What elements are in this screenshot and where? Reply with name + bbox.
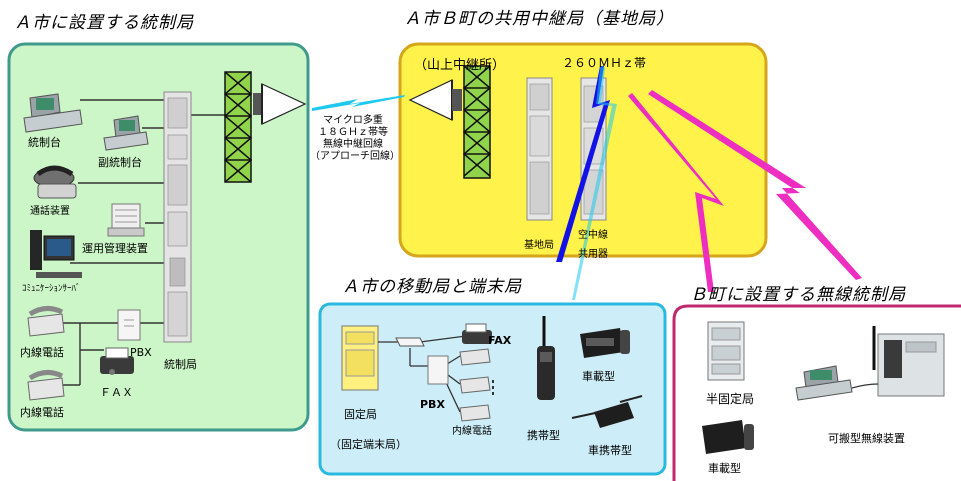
mobile-terminal-title: Ａ市の移動局と端末局 xyxy=(342,277,522,297)
antenna-sharer-label-2: 共用器 xyxy=(578,249,608,260)
mobile-ext-phones xyxy=(459,348,494,422)
semi-fixed-station-device xyxy=(707,321,745,381)
mobile-fax-label: FAX xyxy=(488,334,512,347)
relay-station-title: Ａ市Ｂ町の共用中継局（基地局） xyxy=(404,9,674,29)
mobile-pbx-device xyxy=(427,355,449,385)
microwave-link-beam xyxy=(312,95,405,111)
vehicle-portable-label: 車携帯型 xyxy=(588,444,632,457)
control-fax-device xyxy=(100,347,134,375)
ext-phone-1-label: 内線電話 xyxy=(20,346,64,359)
portable-radio-label: 可搬型無線装置 xyxy=(828,432,905,445)
band-label: ２６０ＭＨｚ帯 xyxy=(562,56,647,70)
mountain-relay-label: （山上中継所） xyxy=(414,58,506,73)
control-fax-label: ＦＡＸ xyxy=(100,386,133,399)
control-pbx-label: PBX xyxy=(130,346,152,359)
vehicle-label: 車載型 xyxy=(582,370,615,383)
base-station-label: 基地局 xyxy=(524,240,554,251)
handheld-radio xyxy=(537,316,555,400)
mobile-hub-device xyxy=(395,337,425,347)
base-station-rack xyxy=(526,77,553,221)
control-station-rack xyxy=(163,91,192,343)
vehicle-radio xyxy=(580,328,630,358)
call-device xyxy=(33,165,77,199)
relay-dish-antenna xyxy=(408,79,462,121)
handheld-label: 携帯型 xyxy=(527,429,560,442)
semi-fixed-label: 半固定局 xyxy=(706,392,755,406)
control-lattice-tower xyxy=(223,71,253,183)
sub-console-terminal xyxy=(103,115,149,151)
control-station-unit-label: 統制局 xyxy=(164,358,197,371)
mobile-ext-phone-label: 内線電話 xyxy=(452,426,492,437)
fixed-station-device xyxy=(341,325,379,391)
mobile-pbx-label: PBX xyxy=(420,398,445,411)
antenna-sharer-label-1: 空中線 xyxy=(578,230,608,241)
control-wiring xyxy=(57,99,228,386)
fixed-terminal-label: （固定端末局） xyxy=(330,438,407,451)
console-terminal xyxy=(23,93,83,133)
microwave-line-1: マイクロ多重 xyxy=(323,115,383,126)
ext-phone-2-label: 内線電話 xyxy=(20,406,64,419)
b-town-vehicle-label: 車載型 xyxy=(708,462,741,475)
ext-phone-1-device xyxy=(27,306,65,337)
ops-management-device xyxy=(107,203,145,237)
portable-radio-device xyxy=(795,326,945,401)
control-station-title: Ａ市に設置する統制局 xyxy=(14,13,194,33)
control-pbx-device xyxy=(117,309,141,341)
sub-console-label: 副統制台 xyxy=(98,156,142,169)
fixed-station-label: 固定局 xyxy=(344,408,377,421)
ops-management-label: 運用管理装置 xyxy=(82,242,148,255)
b-town-station-title: Ｂ町に設置する無線統制局 xyxy=(690,285,906,305)
mobile-fax-device xyxy=(462,323,492,344)
microwave-line-2: １８ＧＨｚ帯等 xyxy=(318,127,388,138)
call-device-label: 通話装置 xyxy=(30,206,70,217)
microwave-link-caption: マイクロ多重 １８ＧＨｚ帯等 無線中継回線 （アプローチ回線） xyxy=(310,115,400,163)
ext-phone-2-device xyxy=(27,370,65,401)
console-label: 統制台 xyxy=(28,136,61,149)
relay-lattice-tower xyxy=(462,65,492,179)
microwave-line-4: （アプローチ回線） xyxy=(310,151,400,162)
b-town-vehicle-radio xyxy=(702,420,754,454)
vehicle-portable-radio xyxy=(571,395,643,428)
magenta-radio-beam-2 xyxy=(648,90,862,280)
communication-server xyxy=(30,230,82,278)
microwave-line-3: 無線中継回線 xyxy=(323,139,383,150)
comm-server-label: ｺﾐｭﾆｹｰｼｮﾝｻｰﾊﾞ xyxy=(22,284,81,294)
control-dish-antenna xyxy=(253,83,307,125)
